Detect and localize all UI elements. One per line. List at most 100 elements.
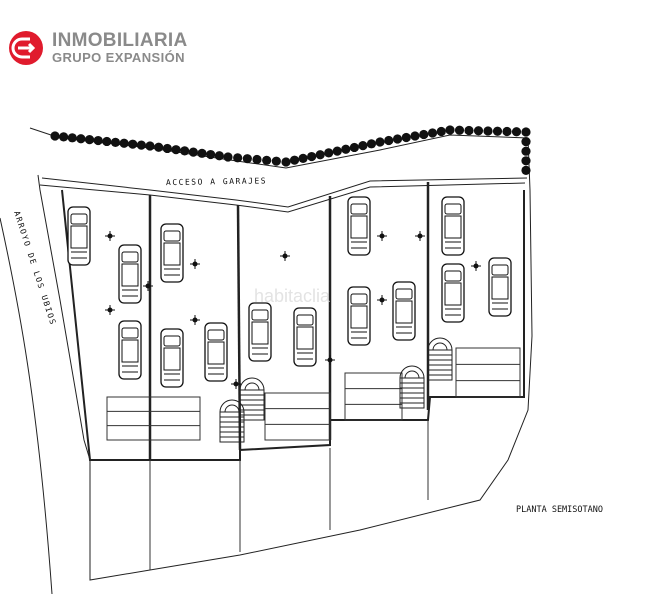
hedge-shrub [197, 148, 207, 158]
pillar-marker [105, 305, 115, 315]
staircase [399, 365, 425, 409]
hedge-shrub [252, 154, 262, 165]
hedge-shrub [332, 146, 342, 156]
hedge-shrub [128, 139, 138, 149]
hedge-shrub [206, 149, 216, 160]
hedge-shrub [341, 144, 351, 154]
hedge-shrub [436, 126, 446, 137]
hedge-shrub [464, 125, 474, 136]
storage-rooms [106, 347, 521, 441]
hedge-shrub [59, 132, 69, 142]
hedge-shrub [366, 139, 377, 149]
pillar-marker [415, 231, 425, 241]
brand-mark-icon [9, 31, 43, 65]
hedge-shrub [307, 151, 317, 162]
hedge-shrub [289, 155, 300, 165]
pillar-marker [105, 231, 115, 241]
hedge-shrub [262, 155, 272, 165]
lot-dividers [149, 420, 429, 570]
hedge-shrub [162, 143, 172, 154]
storage-room [344, 372, 403, 421]
pillar-marker [190, 315, 200, 325]
pillar-marker [471, 261, 481, 271]
hedge-shrub [502, 126, 512, 137]
hedge-shrub [233, 153, 243, 163]
hedge-shrub [188, 147, 198, 157]
staircase [427, 337, 453, 381]
hedge-shrub [93, 135, 103, 146]
hedge-shrub [136, 140, 146, 150]
car-icon [293, 307, 317, 367]
hedge-shrub [67, 133, 77, 143]
hedge-shrub [76, 134, 86, 144]
street-edge [0, 217, 53, 595]
pillar-marker [325, 355, 335, 365]
car-icon [441, 263, 465, 323]
pillar-marker [377, 231, 387, 241]
storage-room [264, 392, 331, 441]
car-icon [67, 206, 91, 266]
storage-room [106, 396, 201, 441]
hedge-shrub [521, 137, 531, 147]
hedge-shrub [214, 151, 224, 161]
hedge-shrub [315, 150, 325, 160]
interior-walls [148, 182, 430, 460]
pillar-marker [280, 251, 290, 261]
storage-room [455, 347, 521, 398]
hedge-shrub [50, 131, 60, 141]
hedge-shrub [401, 132, 411, 143]
car-icon [160, 223, 184, 283]
hedge-shrub [521, 146, 531, 156]
staircase [239, 377, 265, 421]
car-icon [118, 244, 142, 304]
hedge-shrub [180, 146, 190, 156]
access-road-line [39, 182, 526, 213]
hedge-shrub [145, 141, 155, 151]
staircase [219, 399, 245, 443]
brand-name: INMOBILIARIA [52, 30, 188, 52]
car-icon [160, 328, 184, 388]
hedge-shrub [223, 152, 233, 162]
hedge-shrub [492, 126, 503, 136]
hedge-row [50, 125, 531, 175]
watermark: habitaclia [254, 286, 331, 306]
hedge-shrub [349, 142, 359, 153]
car-icon [347, 196, 371, 256]
street-label: ARROYO DE LOS UBIOS [12, 210, 58, 327]
hedge-shrub [154, 142, 164, 152]
hedge-shrub [298, 153, 308, 163]
car-icon [441, 196, 465, 256]
floor-label: PLANTA SEMISOTANO [516, 505, 603, 515]
hedge-shrub [483, 126, 493, 136]
hedge-shrub [358, 141, 368, 151]
access-road-line [41, 177, 528, 208]
pillars [105, 231, 481, 389]
hedge-shrub [281, 157, 291, 167]
hedge-shrub [324, 148, 334, 158]
hedge-shrub [427, 128, 438, 138]
lot-boundary [29, 127, 533, 581]
brand-logo: INMOBILIARIA GRUPO EXPANSIÓN [8, 26, 188, 70]
hedge-shrub [119, 138, 129, 148]
pillar-marker [143, 281, 153, 291]
hedge-shrub [375, 137, 385, 147]
hedge-shrub [392, 134, 403, 144]
hedge-shrub [511, 127, 522, 137]
hedge-shrub [84, 135, 95, 145]
hedge-shrub [410, 131, 420, 141]
hedge-shrub [454, 125, 465, 135]
hedge-shrub [110, 137, 121, 147]
parked-cars [67, 196, 512, 388]
car-icon [204, 322, 228, 382]
pillar-marker [190, 259, 200, 269]
car-icon [118, 320, 142, 380]
hedge-shrub [419, 129, 429, 140]
hedge-shrub [271, 156, 281, 166]
hedge-shrub [473, 126, 484, 136]
hedge-shrub [521, 165, 531, 175]
access-label: ACCESO A GARAJES [166, 176, 267, 187]
hedge-shrub [521, 156, 531, 166]
hedge-shrub [384, 135, 394, 146]
brand-text: INMOBILIARIA GRUPO EXPANSIÓN [52, 31, 188, 65]
